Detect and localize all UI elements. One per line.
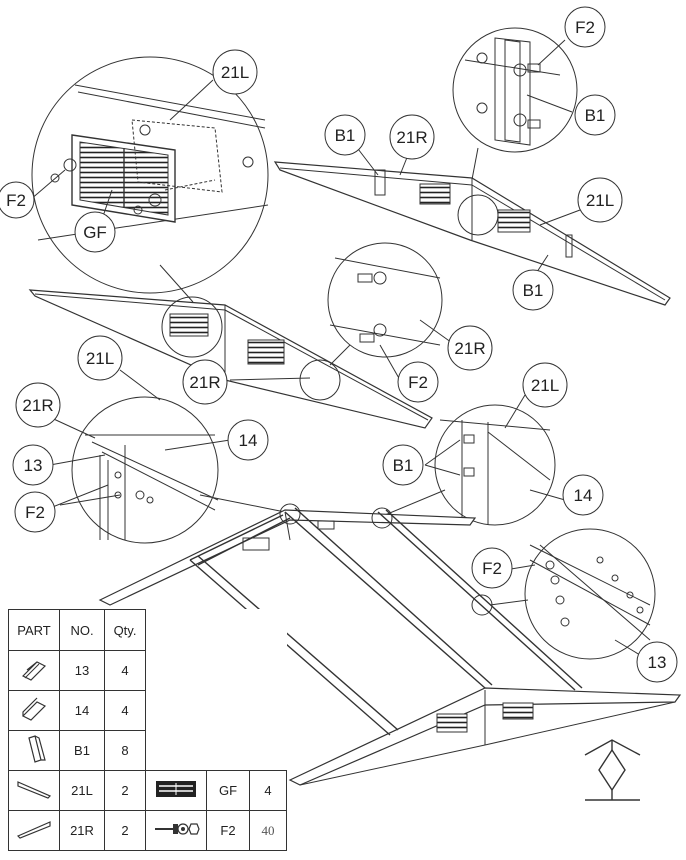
bracket-b1-icon bbox=[8, 730, 60, 771]
part-qty: 4 bbox=[249, 770, 287, 811]
callout-F2-lower-left: F2 bbox=[14, 491, 56, 533]
gable-21l-icon bbox=[8, 770, 60, 811]
ridge-right-detail-zoom bbox=[434, 404, 556, 526]
part-qty: 40 bbox=[249, 810, 287, 851]
part-no: 21R bbox=[59, 810, 105, 851]
gable-vent-icon bbox=[145, 770, 207, 811]
part-qty: 4 bbox=[104, 650, 146, 691]
callout-B1-right-panel: B1 bbox=[324, 114, 366, 156]
svg-text:GF: GF bbox=[83, 223, 107, 242]
svg-text:21L: 21L bbox=[86, 349, 114, 368]
svg-text:F2: F2 bbox=[575, 18, 595, 37]
parts-table-header: PART NO. Qty. bbox=[8, 609, 287, 651]
ridge-left-detail-zoom bbox=[71, 396, 219, 544]
callout-21L-top-left: 21L bbox=[212, 49, 258, 95]
svg-text:F2: F2 bbox=[482, 559, 502, 578]
callout-13-lower-right: 13 bbox=[636, 641, 678, 683]
gable-21r-icon bbox=[8, 810, 60, 851]
svg-text:21R: 21R bbox=[22, 396, 53, 415]
svg-text:B1: B1 bbox=[585, 106, 606, 125]
table-row: B1 8 bbox=[8, 730, 287, 771]
part-qty: 2 bbox=[104, 810, 146, 851]
part-no: F2 bbox=[206, 810, 250, 851]
part-qty: 4 bbox=[104, 690, 146, 731]
screw-washer-nut-icon bbox=[145, 810, 207, 851]
svg-text:21L: 21L bbox=[221, 63, 249, 82]
part-no: GF bbox=[206, 770, 250, 811]
callout-14-lower-left: 14 bbox=[227, 419, 269, 461]
roof-frame-assembly bbox=[98, 503, 682, 786]
svg-text:14: 14 bbox=[574, 486, 593, 505]
svg-text:B1: B1 bbox=[523, 281, 544, 300]
parts-table: PART NO. Qty. 13 4 14 4 B1 8 21L 2 bbox=[8, 609, 287, 851]
callout-B1-right-panel-bottom: B1 bbox=[512, 269, 554, 311]
callout-F2-top-right: F2 bbox=[564, 6, 606, 48]
channel-13-icon bbox=[8, 650, 60, 691]
channel-14-icon bbox=[8, 690, 60, 731]
svg-text:F2: F2 bbox=[408, 373, 428, 392]
svg-text:14: 14 bbox=[239, 431, 258, 450]
part-no: B1 bbox=[59, 730, 105, 771]
table-row: 21L 2 GF 4 bbox=[8, 770, 287, 811]
mid-gable-panel bbox=[28, 289, 433, 429]
svg-text:13: 13 bbox=[648, 653, 667, 672]
callout-21L-right-panel: 21L bbox=[577, 177, 623, 223]
svg-text:21R: 21R bbox=[189, 373, 220, 392]
svg-text:13: 13 bbox=[24, 456, 43, 475]
callout-21R-right-panel: 21R bbox=[389, 114, 435, 160]
callout-F2-top-left: F2 bbox=[0, 181, 35, 219]
table-row: 21R 2 F2 40 bbox=[8, 810, 287, 851]
callout-F2-mid-right: F2 bbox=[397, 361, 439, 403]
svg-text:F2: F2 bbox=[6, 191, 26, 210]
table-row: 13 4 bbox=[8, 650, 287, 691]
screw-detail-zoom bbox=[327, 242, 443, 358]
callout-21R-mid: 21R bbox=[182, 359, 228, 405]
part-qty: 2 bbox=[104, 770, 146, 811]
header-qty: Qty. bbox=[104, 609, 146, 651]
svg-text:F2: F2 bbox=[25, 503, 45, 522]
channel-screw-detail-zoom bbox=[524, 528, 656, 660]
callout-21R-lower-left: 21R bbox=[15, 382, 61, 428]
callout-B1-top-right: B1 bbox=[574, 94, 616, 136]
table-row: 14 4 bbox=[8, 690, 287, 731]
callout-GF: GF bbox=[74, 211, 116, 253]
part-no: 14 bbox=[59, 690, 105, 731]
svg-text:21L: 21L bbox=[531, 376, 559, 395]
svg-text:21R: 21R bbox=[454, 339, 485, 358]
part-qty: 8 bbox=[104, 730, 146, 771]
callout-21L-mid: 21L bbox=[77, 335, 123, 381]
callout-13-lower-left: 13 bbox=[12, 444, 54, 486]
callout-21R-mid-right: 21R bbox=[447, 325, 493, 371]
level-symbol-icon bbox=[584, 739, 641, 801]
callout-21L-lower-right: 21L bbox=[522, 362, 568, 408]
callout-labels: 21L F2 GF F2 B1 B1 21R 21L B1 21R F2 21L… bbox=[0, 6, 678, 683]
callout-B1-lower-right: B1 bbox=[382, 444, 424, 486]
part-no: 21L bbox=[59, 770, 105, 811]
right-gable-panel bbox=[273, 161, 671, 306]
header-part: PART bbox=[8, 609, 60, 651]
svg-text:21R: 21R bbox=[396, 128, 427, 147]
svg-text:21L: 21L bbox=[586, 191, 614, 210]
svg-text:B1: B1 bbox=[335, 126, 356, 145]
part-no: 13 bbox=[59, 650, 105, 691]
callout-F2-lower-right: F2 bbox=[471, 547, 513, 589]
bracket-detail-zoom bbox=[452, 27, 578, 153]
header-no: NO. bbox=[59, 609, 105, 651]
callout-14-lower-right: 14 bbox=[562, 474, 604, 516]
svg-text:B1: B1 bbox=[393, 456, 414, 475]
